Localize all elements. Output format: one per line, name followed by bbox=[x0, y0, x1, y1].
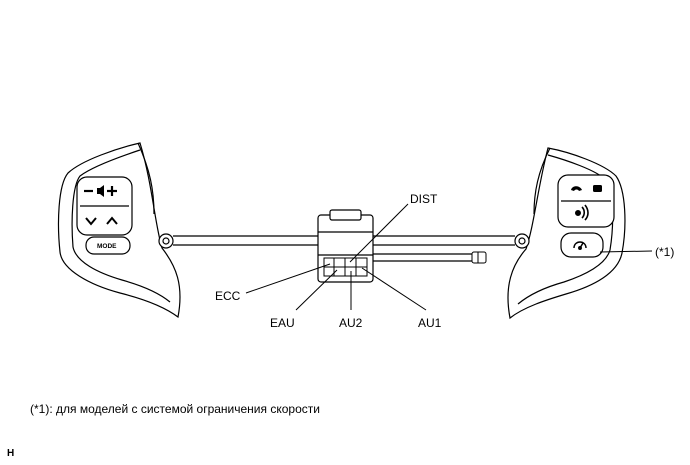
right-steering-pad-switch bbox=[507, 147, 626, 320]
volume-up-icon bbox=[107, 186, 117, 196]
ecc-label: ECC bbox=[215, 289, 241, 303]
eau-label: EAU bbox=[270, 316, 295, 330]
phone-answer-icon bbox=[571, 186, 582, 191]
speaker-icon bbox=[97, 185, 104, 197]
center-connector bbox=[317, 209, 374, 283]
harness-wires bbox=[173, 235, 515, 262]
note-marker-label: (*1) bbox=[655, 245, 674, 259]
mode-button-label: MODE bbox=[97, 243, 117, 250]
phone-hangup-icon bbox=[593, 185, 602, 192]
left-steering-pad-switch bbox=[57, 142, 181, 319]
figure-code: H bbox=[7, 448, 15, 459]
footnote: (*1): для моделей с системой ограничения… bbox=[30, 402, 320, 416]
au1-label: AU1 bbox=[418, 316, 442, 330]
leader-lines bbox=[245, 203, 653, 311]
au2-label: AU2 bbox=[339, 316, 363, 330]
distance-icon bbox=[573, 241, 587, 250]
wire-terminal-plug bbox=[471, 251, 487, 264]
seek-up-icon bbox=[106, 216, 118, 225]
dist-label: DIST bbox=[410, 192, 438, 206]
mode-button-frame bbox=[85, 236, 131, 255]
voice-icon bbox=[574, 204, 589, 221]
seek-down-icon bbox=[85, 217, 97, 226]
